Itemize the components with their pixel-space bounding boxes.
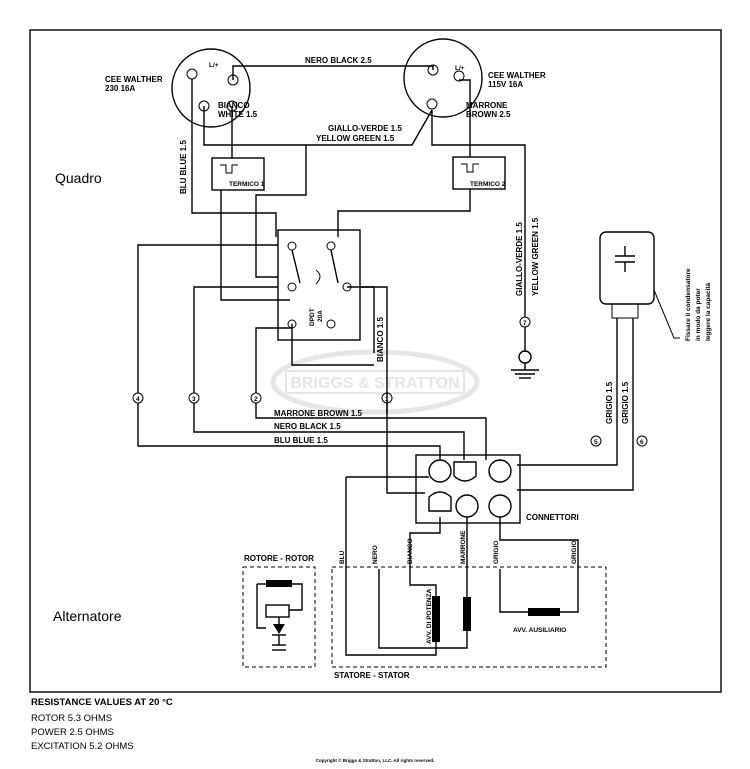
- wire-label-marrone: MARRONE: [466, 101, 508, 110]
- outlet-115v: L/+ CEE WALTHER 115V 16A: [403, 38, 546, 118]
- wire-label-yg-right-1: GIALLO-VERDE 1.5: [515, 222, 524, 296]
- terminal-4-number: 4: [136, 396, 140, 403]
- switch-label-1: DPDT: [309, 308, 316, 326]
- wire-grey-2: [517, 318, 634, 491]
- wire-label-brown: BROWN 2.5: [466, 110, 511, 119]
- wire-label-nero-black: NERO BLACK 1.5: [274, 422, 341, 431]
- svg-text:L/+: L/+: [455, 65, 465, 72]
- power-winding-label: AVV. DI POTENZA: [426, 588, 433, 644]
- svg-text:L/+: L/+: [209, 62, 219, 69]
- stator-box: [331, 566, 607, 668]
- terminal-2-number: 2: [254, 396, 258, 403]
- resistance-excitation: EXCITATION 5.2 OHMS: [31, 741, 134, 752]
- wire-label-white: WHITE 1.5: [218, 110, 258, 119]
- resistance-power: POWER 2.5 OHMS: [31, 727, 114, 738]
- stator-lead-grigio-1: GRIGIO: [493, 541, 500, 564]
- wire-label-blue-left: BLU BLUE 1.5: [179, 140, 188, 194]
- svg-text:7: 7: [523, 320, 527, 327]
- rotor-winding: [256, 580, 303, 651]
- power-winding-1: [432, 596, 440, 642]
- capacitor-note-1: Fissare il condensatore: [685, 268, 692, 341]
- terminal-3: 3: [188, 392, 200, 404]
- ground-lug: [518, 350, 532, 364]
- termico-2-label: TERMICO 2: [470, 181, 506, 188]
- wire-label-marrone-brown: MARRONE BROWN 1.5: [274, 409, 363, 418]
- wire-blue-left: [191, 79, 277, 237]
- capacitor: [599, 231, 655, 319]
- terminal-5: 5: [590, 435, 602, 447]
- panel-section-label: Quadro: [55, 170, 102, 186]
- stator-lead-blu: BLU: [339, 550, 346, 564]
- wire-label-bianco: BIANCO: [218, 101, 250, 110]
- stator-lead-nero: NERO: [372, 545, 379, 564]
- stator-label: STATORE - STATOR: [334, 671, 410, 680]
- resistance-rotor: ROTOR 5.3 OHMS: [31, 713, 113, 724]
- rotor-box: [242, 566, 316, 668]
- capacitor-note-3: leggere la capacità: [705, 282, 712, 341]
- wire-black-lower: [193, 403, 465, 460]
- terminal-5-number: 5: [594, 439, 598, 446]
- wire-blue-lower: [137, 403, 441, 460]
- wire-yellow-green-top: [203, 106, 433, 146]
- stator-lead-marrone: MARRONE: [460, 530, 467, 564]
- terminal-3-number: 3: [192, 396, 196, 403]
- wire-label-yg-right-2: YELLOW GREEN 1.5: [531, 217, 540, 296]
- watermark: BRIGGS & STRATTON: [270, 349, 480, 415]
- aux-winding-label: AVV. AUSILIARIO: [513, 627, 566, 634]
- terminal-4: 4: [132, 392, 144, 404]
- outlet-left-rating: 230 16A: [105, 84, 135, 93]
- wire-yellow-green-right: [431, 110, 526, 317]
- wire-label-bianco-switch: BIANCO 1.5: [376, 317, 385, 362]
- termico-1-label: TERMICO 1: [229, 181, 265, 188]
- resistance-title: RESISTANCE VALUES AT 20 °C: [31, 697, 173, 708]
- capacitor-note-2: in modo da poter: [695, 288, 702, 341]
- diagram-frame: [29, 29, 722, 693]
- watermark-text: BRIGGS & STRATTON: [290, 375, 459, 392]
- wire-black-top: [232, 65, 434, 80]
- aux-winding: [528, 608, 560, 616]
- wire-bianco-switch: [347, 286, 388, 413]
- stator-lead-bianco: BIANCO: [407, 538, 414, 564]
- alternator-section-label: Alternatore: [53, 608, 122, 624]
- rotor-label: ROTORE - ROTOR: [244, 554, 314, 563]
- outlet-right-name: CEE WALTHER: [488, 71, 546, 80]
- wire-label-yg-top-1: GIALLO-VERDE 1.5: [328, 124, 402, 133]
- thermal-breaker-2: TERMICO 2: [452, 156, 506, 190]
- thermal-breaker-1: TERMICO 1: [211, 157, 265, 191]
- wire-label-yg-top-2: YELLOW GREEN 1.5: [316, 134, 395, 143]
- connector-block: [415, 454, 521, 524]
- terminal-6: 6: [636, 435, 648, 447]
- outlet-230v: L/+ CEE WALTHER 230 16A: [105, 48, 251, 128]
- wire-grey-1: [517, 318, 618, 466]
- connector-label: CONNETTORI: [526, 513, 579, 522]
- wire-label-grigio-1: GRIGIO 1.5: [605, 381, 614, 424]
- outlet-right-rating: 115V 16A: [488, 80, 523, 89]
- copyright-notice: Copyright © Briggs & Stratton, LLC. All …: [315, 758, 435, 763]
- terminal-6-number: 6: [640, 439, 644, 446]
- terminal-2: 2: [250, 392, 262, 404]
- outlet-left-name: CEE WALTHER: [105, 75, 163, 84]
- dpdt-switch: DPDT 20A: [277, 229, 361, 341]
- wire-brown-lower: [255, 403, 487, 460]
- stator-lead-grigio-2: GRIGIO: [571, 541, 578, 564]
- wire-label-grigio-2: GRIGIO 1.5: [621, 381, 630, 424]
- power-winding-2: [463, 597, 471, 631]
- terminal-1-number: 1: [385, 396, 389, 403]
- wire-label-black-top: NERO BLACK 2.5: [305, 56, 372, 65]
- wire-label-blu-blue: BLU BLUE 1.5: [274, 436, 328, 445]
- switch-label-2: 20A: [317, 310, 324, 322]
